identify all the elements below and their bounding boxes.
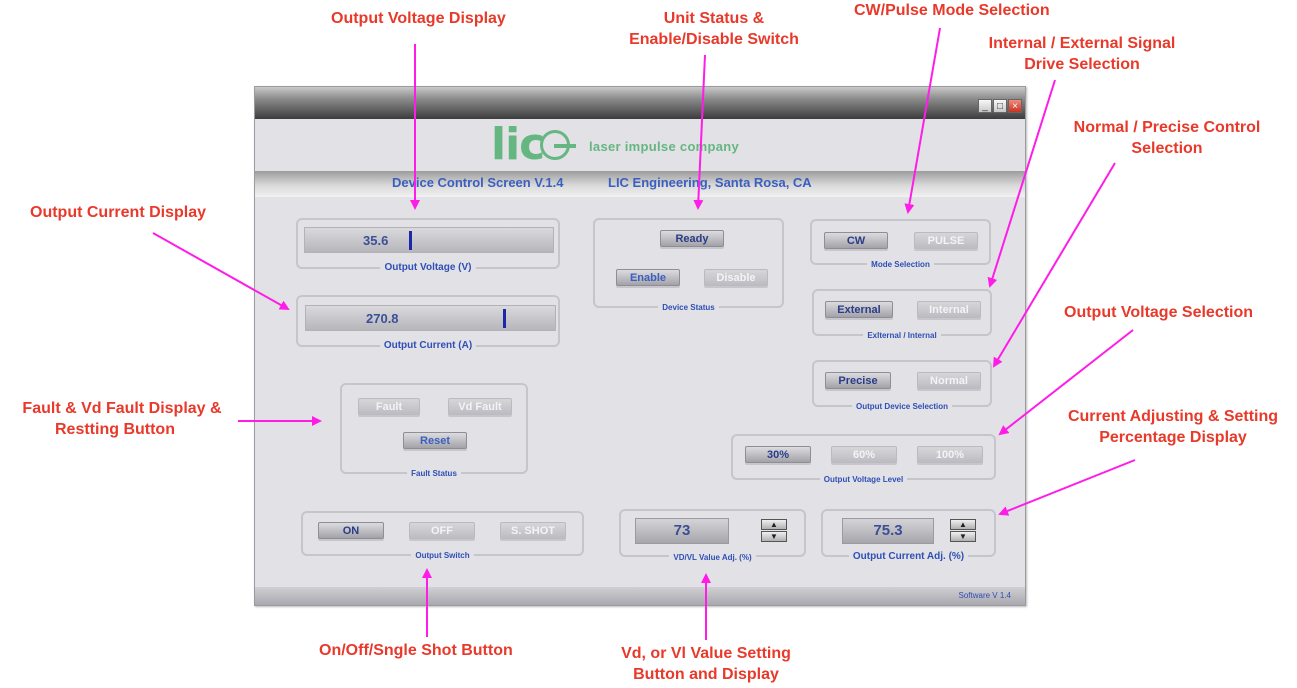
annotation-normal-precise: Normal / Precise Control Selection: [1057, 117, 1277, 159]
signal-drive-label: Exlternal / Internal: [814, 331, 990, 340]
output-device-label: Output Device Selection: [814, 402, 990, 411]
output-voltage-level-group: 30% 60% 100% Output Voltage Level: [731, 434, 996, 484]
close-icon[interactable]: ×: [1008, 99, 1022, 113]
company-info: LIC Engineering, Santa Rosa, CA: [608, 175, 812, 190]
mode-selection-label: Mode Selection: [812, 260, 989, 269]
output-current-display: 270.8: [305, 305, 556, 331]
current-adjust-value-display: 75.3: [842, 518, 934, 544]
title-bar[interactable]: _ □ ×: [255, 87, 1025, 119]
logo-company-name: laser impulse company: [589, 139, 740, 154]
fault-indicator: Fault: [358, 398, 420, 415]
company-logo: li c laser impulse company: [491, 119, 739, 170]
annotation-current-adjusting-line1: Current Adjusting & Setting: [1067, 408, 1279, 425]
output-current-value: 270.8: [366, 311, 399, 326]
output-voltage-level-label: Output Voltage Level: [733, 475, 994, 484]
vd-vl-adjust-group: 73 ▲ ▼ VD/VL Value Adj. (%): [619, 509, 806, 562]
output-switch-label: Output Switch: [303, 551, 582, 560]
annotation-current-adjusting: Current Adjusting & Setting Percentage D…: [1054, 406, 1292, 448]
on-button[interactable]: ON: [318, 522, 384, 539]
device-status-label: Device Status: [595, 303, 782, 312]
normal-button[interactable]: Normal: [917, 372, 981, 389]
single-shot-button[interactable]: S. SHOT: [500, 522, 566, 539]
annotation-output-current-display: Output Current Display: [30, 204, 207, 221]
status-bar: Software V 1.4: [255, 587, 1025, 605]
current-adjust-group: 75.3 ▲ ▼ Output Current Adj. (%): [821, 509, 996, 562]
annotation-fault: Fault & Vd Fault Display & Restting Butt…: [8, 398, 236, 440]
current-adjust-stepper[interactable]: ▲ ▼: [950, 519, 976, 543]
annotation-vd-vl-line2: Button and Display: [633, 666, 779, 683]
annotation-fault-line2: Restting Button: [55, 421, 175, 438]
external-button[interactable]: External: [825, 301, 893, 318]
output-voltage-value: 35.6: [363, 233, 389, 248]
software-version: Software V 1.4: [958, 591, 1011, 600]
fault-status-group: Fault Vd Fault Reset Fault Status: [340, 383, 528, 478]
annotation-normal-precise-line1: Normal / Precise Control: [1073, 119, 1261, 136]
vd-fault-indicator: Vd Fault: [448, 398, 512, 415]
device-status-group: Ready Enable Disable Device Status: [593, 218, 784, 312]
vd-vl-stepper[interactable]: ▲ ▼: [761, 519, 787, 543]
ready-status-indicator: Ready: [660, 230, 724, 247]
fault-status-label: Fault Status: [342, 469, 526, 478]
output-voltage-group: 35.6 Output Voltage (V): [296, 218, 560, 273]
voltage-level-30-button[interactable]: 30%: [745, 446, 811, 463]
minimize-icon[interactable]: _: [978, 99, 992, 113]
output-switch-group: ON OFF S. SHOT Output Switch: [301, 511, 584, 560]
window-controls: _ □ ×: [978, 99, 1022, 113]
cw-mode-button[interactable]: CW: [824, 232, 888, 249]
output-voltage-label: Output Voltage (V): [298, 262, 558, 273]
output-voltage-level-marker: [409, 231, 412, 250]
annotation-int-ext-line1: Internal / External Signal: [988, 35, 1176, 52]
output-current-label: Output Current (A): [298, 340, 558, 351]
vd-vl-down-icon[interactable]: ▼: [761, 531, 787, 542]
voltage-level-100-button[interactable]: 100%: [917, 446, 983, 463]
screen-title: Device Control Screen V.1.4: [392, 175, 564, 190]
annotation-unit-status: Unit Status & Enable/Disable Switch: [619, 8, 809, 50]
annotation-fault-line1: Fault & Vd Fault Display &: [22, 400, 222, 417]
logo-symbol-icon: [540, 130, 577, 160]
annotation-vd-vl: Vd, or Vl Value Setting Button and Displ…: [605, 643, 807, 685]
reset-button[interactable]: Reset: [403, 432, 467, 449]
output-current-level-marker: [503, 309, 506, 328]
internal-button[interactable]: Internal: [917, 301, 981, 318]
signal-drive-group: External Internal Exlternal / Internal: [812, 289, 992, 340]
annotation-unit-status-line1: Unit Status &: [663, 10, 765, 27]
annotation-current-adjusting-line2: Percentage Display: [1099, 429, 1247, 446]
current-adjust-down-icon[interactable]: ▼: [950, 531, 976, 542]
precise-button[interactable]: Precise: [825, 372, 891, 389]
annotation-int-ext: Internal / External Signal Drive Selecti…: [974, 33, 1190, 75]
output-current-group: 270.8 Output Current (A): [296, 295, 560, 351]
maximize-icon[interactable]: □: [993, 99, 1007, 113]
pulse-mode-button[interactable]: PULSE: [914, 232, 978, 249]
annotation-unit-status-line2: Enable/Disable Switch: [629, 31, 799, 48]
output-device-group: Precise Normal Output Device Selection: [812, 360, 992, 411]
logo-mark: li: [491, 119, 520, 170]
voltage-level-60-button[interactable]: 60%: [831, 446, 897, 463]
output-voltage-display: 35.6: [304, 227, 554, 253]
enable-button[interactable]: Enable: [616, 269, 680, 286]
vd-vl-value-display: 73: [635, 518, 729, 544]
device-control-window: _ □ × li c laser impulse company Device …: [254, 86, 1026, 606]
header-bar: Device Control Screen V.1.4 LIC Engineer…: [255, 171, 1025, 197]
disable-button[interactable]: Disable: [704, 269, 768, 286]
annotation-cw-pulse: CW/Pulse Mode Selection: [854, 2, 1050, 19]
vd-vl-adjust-label: VD/VL Value Adj. (%): [621, 553, 804, 562]
annotation-output-voltage-selection: Output Voltage Selection: [1064, 304, 1254, 321]
mode-selection-group: CW PULSE Mode Selection: [810, 219, 991, 269]
annotation-output-voltage-display: Output Voltage Display: [331, 10, 506, 27]
annotation-vd-vl-line1: Vd, or Vl Value Setting: [621, 645, 791, 662]
current-adjust-label: Output Current Adj. (%): [823, 551, 994, 562]
annotation-normal-precise-line2: Selection: [1131, 140, 1203, 157]
off-button[interactable]: OFF: [409, 522, 475, 539]
vd-vl-up-icon[interactable]: ▲: [761, 519, 787, 530]
annotation-int-ext-line2: Drive Selection: [1024, 56, 1140, 73]
current-adjust-up-icon[interactable]: ▲: [950, 519, 976, 530]
annotation-on-off: On/Off/Sngle Shot Button: [319, 642, 513, 659]
